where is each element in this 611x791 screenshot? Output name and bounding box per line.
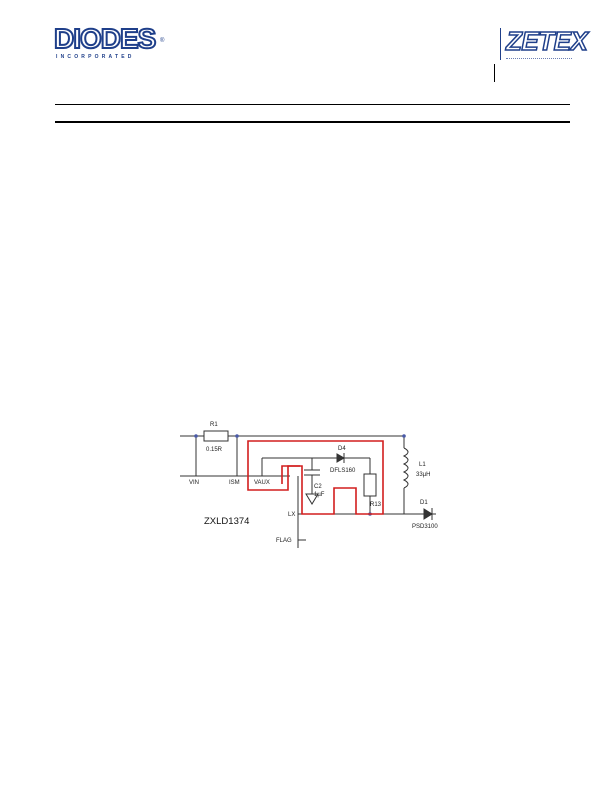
diode-d1 — [423, 508, 433, 520]
resistor-r13 — [363, 473, 377, 497]
junction-dot — [194, 434, 198, 438]
header-rule-thin — [55, 104, 570, 105]
circuit-schematic: R1 0.15R VIN ISM VAUX D4 DFLS160 C2 1µF … — [180, 422, 438, 548]
zetex-logo-tick — [494, 64, 495, 82]
d1-part-label: PSD3100 — [412, 524, 438, 530]
c2-ref-label: C2 — [314, 484, 322, 490]
lx-pin-label: LX — [288, 512, 295, 518]
r13-ref-label: R13 — [370, 502, 382, 508]
ground-symbol — [305, 493, 319, 505]
r1-ref-label: R1 — [210, 422, 218, 428]
zetex-logo-bar — [500, 28, 501, 60]
highlight-loop-outer — [247, 440, 384, 515]
vin-pin-label: VIN — [189, 480, 199, 486]
l1-ref-label: L1 — [419, 462, 426, 468]
r1-value-label: 0.15R — [206, 447, 223, 453]
d1-ref-label: D1 — [420, 500, 428, 506]
ism-pin-label: ISM — [229, 480, 240, 486]
vaux-pin-label: VAUX — [254, 480, 270, 486]
registered-mark: ® — [160, 38, 165, 44]
zetex-logo-text: ZETEX — [505, 25, 588, 57]
diodes-logo-text: DIODES — [53, 23, 157, 55]
zetex-logo: ZETEX — [494, 24, 589, 84]
flag-pin-label: FLAG — [276, 538, 292, 544]
junction-dot — [235, 434, 239, 438]
header-rule-thick — [55, 121, 570, 123]
diodes-logo-subtext: INCORPORATED — [56, 54, 135, 60]
junction-dot — [402, 434, 406, 438]
diode-d4 — [336, 453, 346, 463]
l1-value-label: 33µH — [416, 472, 430, 478]
diodes-logo: DIODES ® INCORPORATED — [53, 23, 166, 62]
chip-name-label: ZXLD1374 — [204, 516, 249, 527]
inductor-l1 — [402, 447, 409, 489]
d4-part-label: DFLS160 — [330, 468, 356, 474]
d4-ref-label: D4 — [338, 446, 346, 452]
zetex-logo-underline — [506, 58, 572, 61]
highlight-loop-inner — [281, 465, 300, 484]
resistor-r1 — [203, 430, 229, 442]
c2-value-label: 1µF — [314, 492, 325, 498]
